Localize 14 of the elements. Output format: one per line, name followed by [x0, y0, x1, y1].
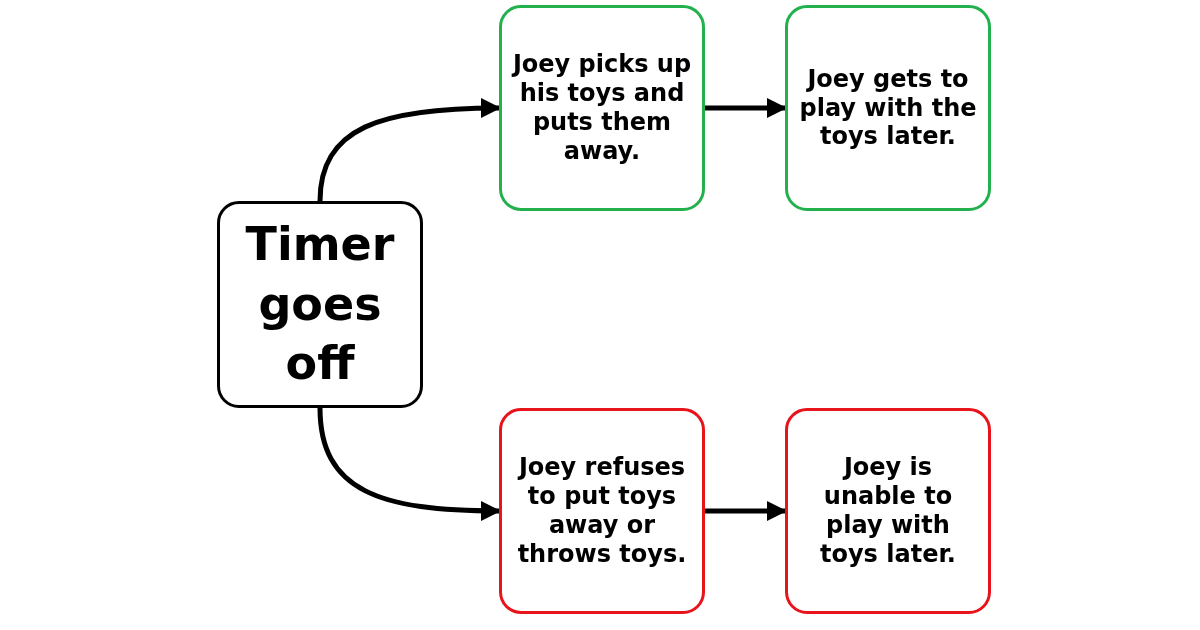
box-text: Joey is unable to play with toys later. — [819, 453, 957, 569]
box-text: Joey picks up his toys and puts them away. — [510, 50, 693, 166]
arrow — [317, 407, 501, 521]
arrow — [705, 501, 787, 521]
box-text: Joey gets to play with the toys later. — [798, 64, 978, 152]
arrow — [705, 98, 787, 118]
box-text: Timer goes off — [244, 215, 396, 393]
process-box — [217, 201, 423, 408]
process-box — [499, 408, 705, 614]
process-box — [785, 5, 991, 211]
process-box — [499, 5, 705, 211]
box-text: Joey refuses to put toys away or throws toys. — [516, 453, 688, 569]
arrow — [317, 98, 501, 202]
process-box — [785, 408, 991, 614]
